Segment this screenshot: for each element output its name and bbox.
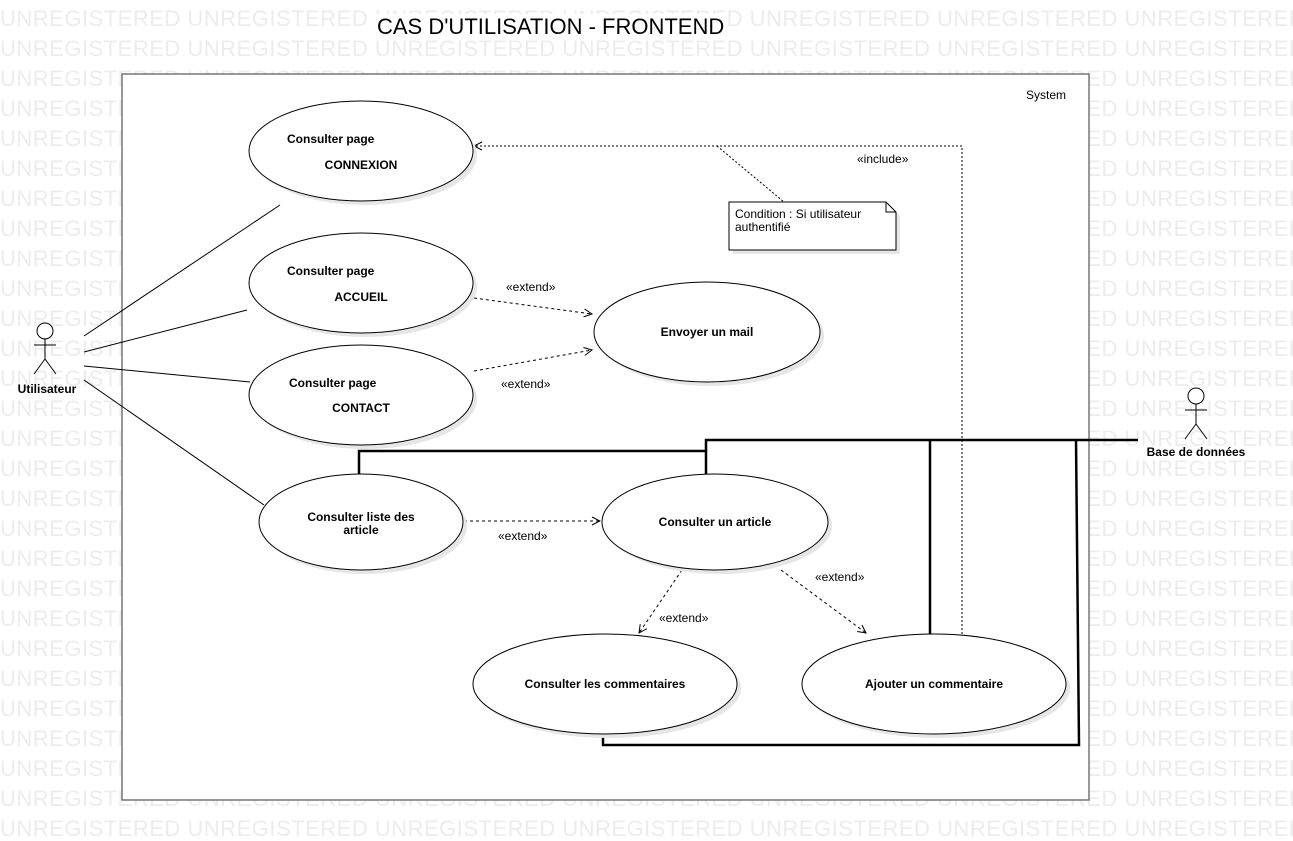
use-case-contact[interactable]: Consulter page CONTACT [248, 344, 477, 449]
use-case-accueil[interactable]: Consulter page ACCUEIL [248, 232, 477, 337]
assoc-contact [83, 365, 251, 383]
actor-utilisateur[interactable] [33, 322, 57, 375]
use-case-consulter-commentaires-label: Consulter les commentaires [525, 677, 686, 691]
use-case-envoyer-mail[interactable]: Envoyer un mail [593, 281, 824, 386]
use-case-consulter-article[interactable]: Consulter un article [601, 473, 832, 574]
include-relation [474, 146, 963, 634]
extend-label-ajouter: «extend» [815, 570, 865, 584]
extend-contact-mail [473, 350, 592, 372]
use-case-connexion-line1: Consulter page [287, 132, 375, 146]
assoc-accueil [83, 309, 248, 353]
use-case-contact-line2: CONTACT [332, 401, 390, 415]
use-case-consulter-commentaires[interactable]: Consulter les commentaires [472, 633, 741, 738]
use-case-connexion-line2: CONNEXION [325, 158, 398, 172]
system-label: System [1026, 88, 1066, 102]
actor-base-de-donnees[interactable] [1184, 387, 1208, 440]
diagram-title: CAS D'UTILISATION - FRONTEND [376, 14, 726, 40]
actor-utilisateur-head [36, 322, 54, 340]
use-case-liste-articles[interactable]: Consulter liste des article [258, 473, 467, 574]
note-line1: Condition : Si utilisateur [735, 207, 861, 221]
actor-associations [83, 204, 281, 506]
use-case-liste-articles-line2: article [343, 523, 379, 537]
database-connectors [357, 438, 1138, 747]
actor-utilisateur-label: Utilisateur [18, 382, 77, 396]
use-case-liste-articles-line1: Consulter liste des [307, 510, 415, 524]
extend-label-accueil: «extend» [506, 280, 556, 294]
use-case-envoyer-mail-label: Envoyer un mail [661, 325, 754, 339]
extend-accueil-mail [473, 297, 592, 314]
use-case-ajouter-commentaire[interactable]: Ajouter un commentaire [801, 633, 1070, 738]
db-connector-commentaires [601, 439, 1081, 747]
use-case-connexion[interactable]: Consulter page CONNEXION [248, 100, 477, 205]
use-case-accueil-line1: Consulter page [287, 264, 375, 278]
extend-label-contact: «extend» [501, 377, 551, 391]
note-line2: authentifié [735, 220, 791, 234]
watermark-row: UNREGISTERED UNREGISTERED UNREGISTERED U… [0, 36, 1293, 61]
assoc-connexion [83, 204, 281, 337]
use-case-consulter-article-label: Consulter un article [659, 515, 772, 529]
extend-label-commentaires: «extend» [659, 611, 709, 625]
assoc-liste [83, 379, 265, 506]
use-case-accueil-line2: ACCUEIL [334, 290, 387, 304]
actor-base-de-donnees-label: Base de données [1147, 445, 1246, 459]
extend-label-liste: «extend» [498, 529, 548, 543]
use-case-contact-line1: Consulter page [289, 376, 377, 390]
watermark-row: UNREGISTERED UNREGISTERED UNREGISTERED U… [0, 816, 1293, 841]
extend-relations [464, 297, 866, 633]
actor-base-de-donnees-head [1187, 387, 1205, 405]
condition-note[interactable]: Condition : Si utilisateur authentifié [728, 201, 900, 254]
use-case-ajouter-commentaire-label: Ajouter un commentaire [865, 677, 1003, 691]
relation-labels: «include» «extend» «extend» «extend» «ex… [498, 152, 909, 625]
include-label: «include» [857, 152, 909, 166]
note-anchor [716, 145, 785, 203]
extend-article-commentaires [639, 569, 683, 633]
